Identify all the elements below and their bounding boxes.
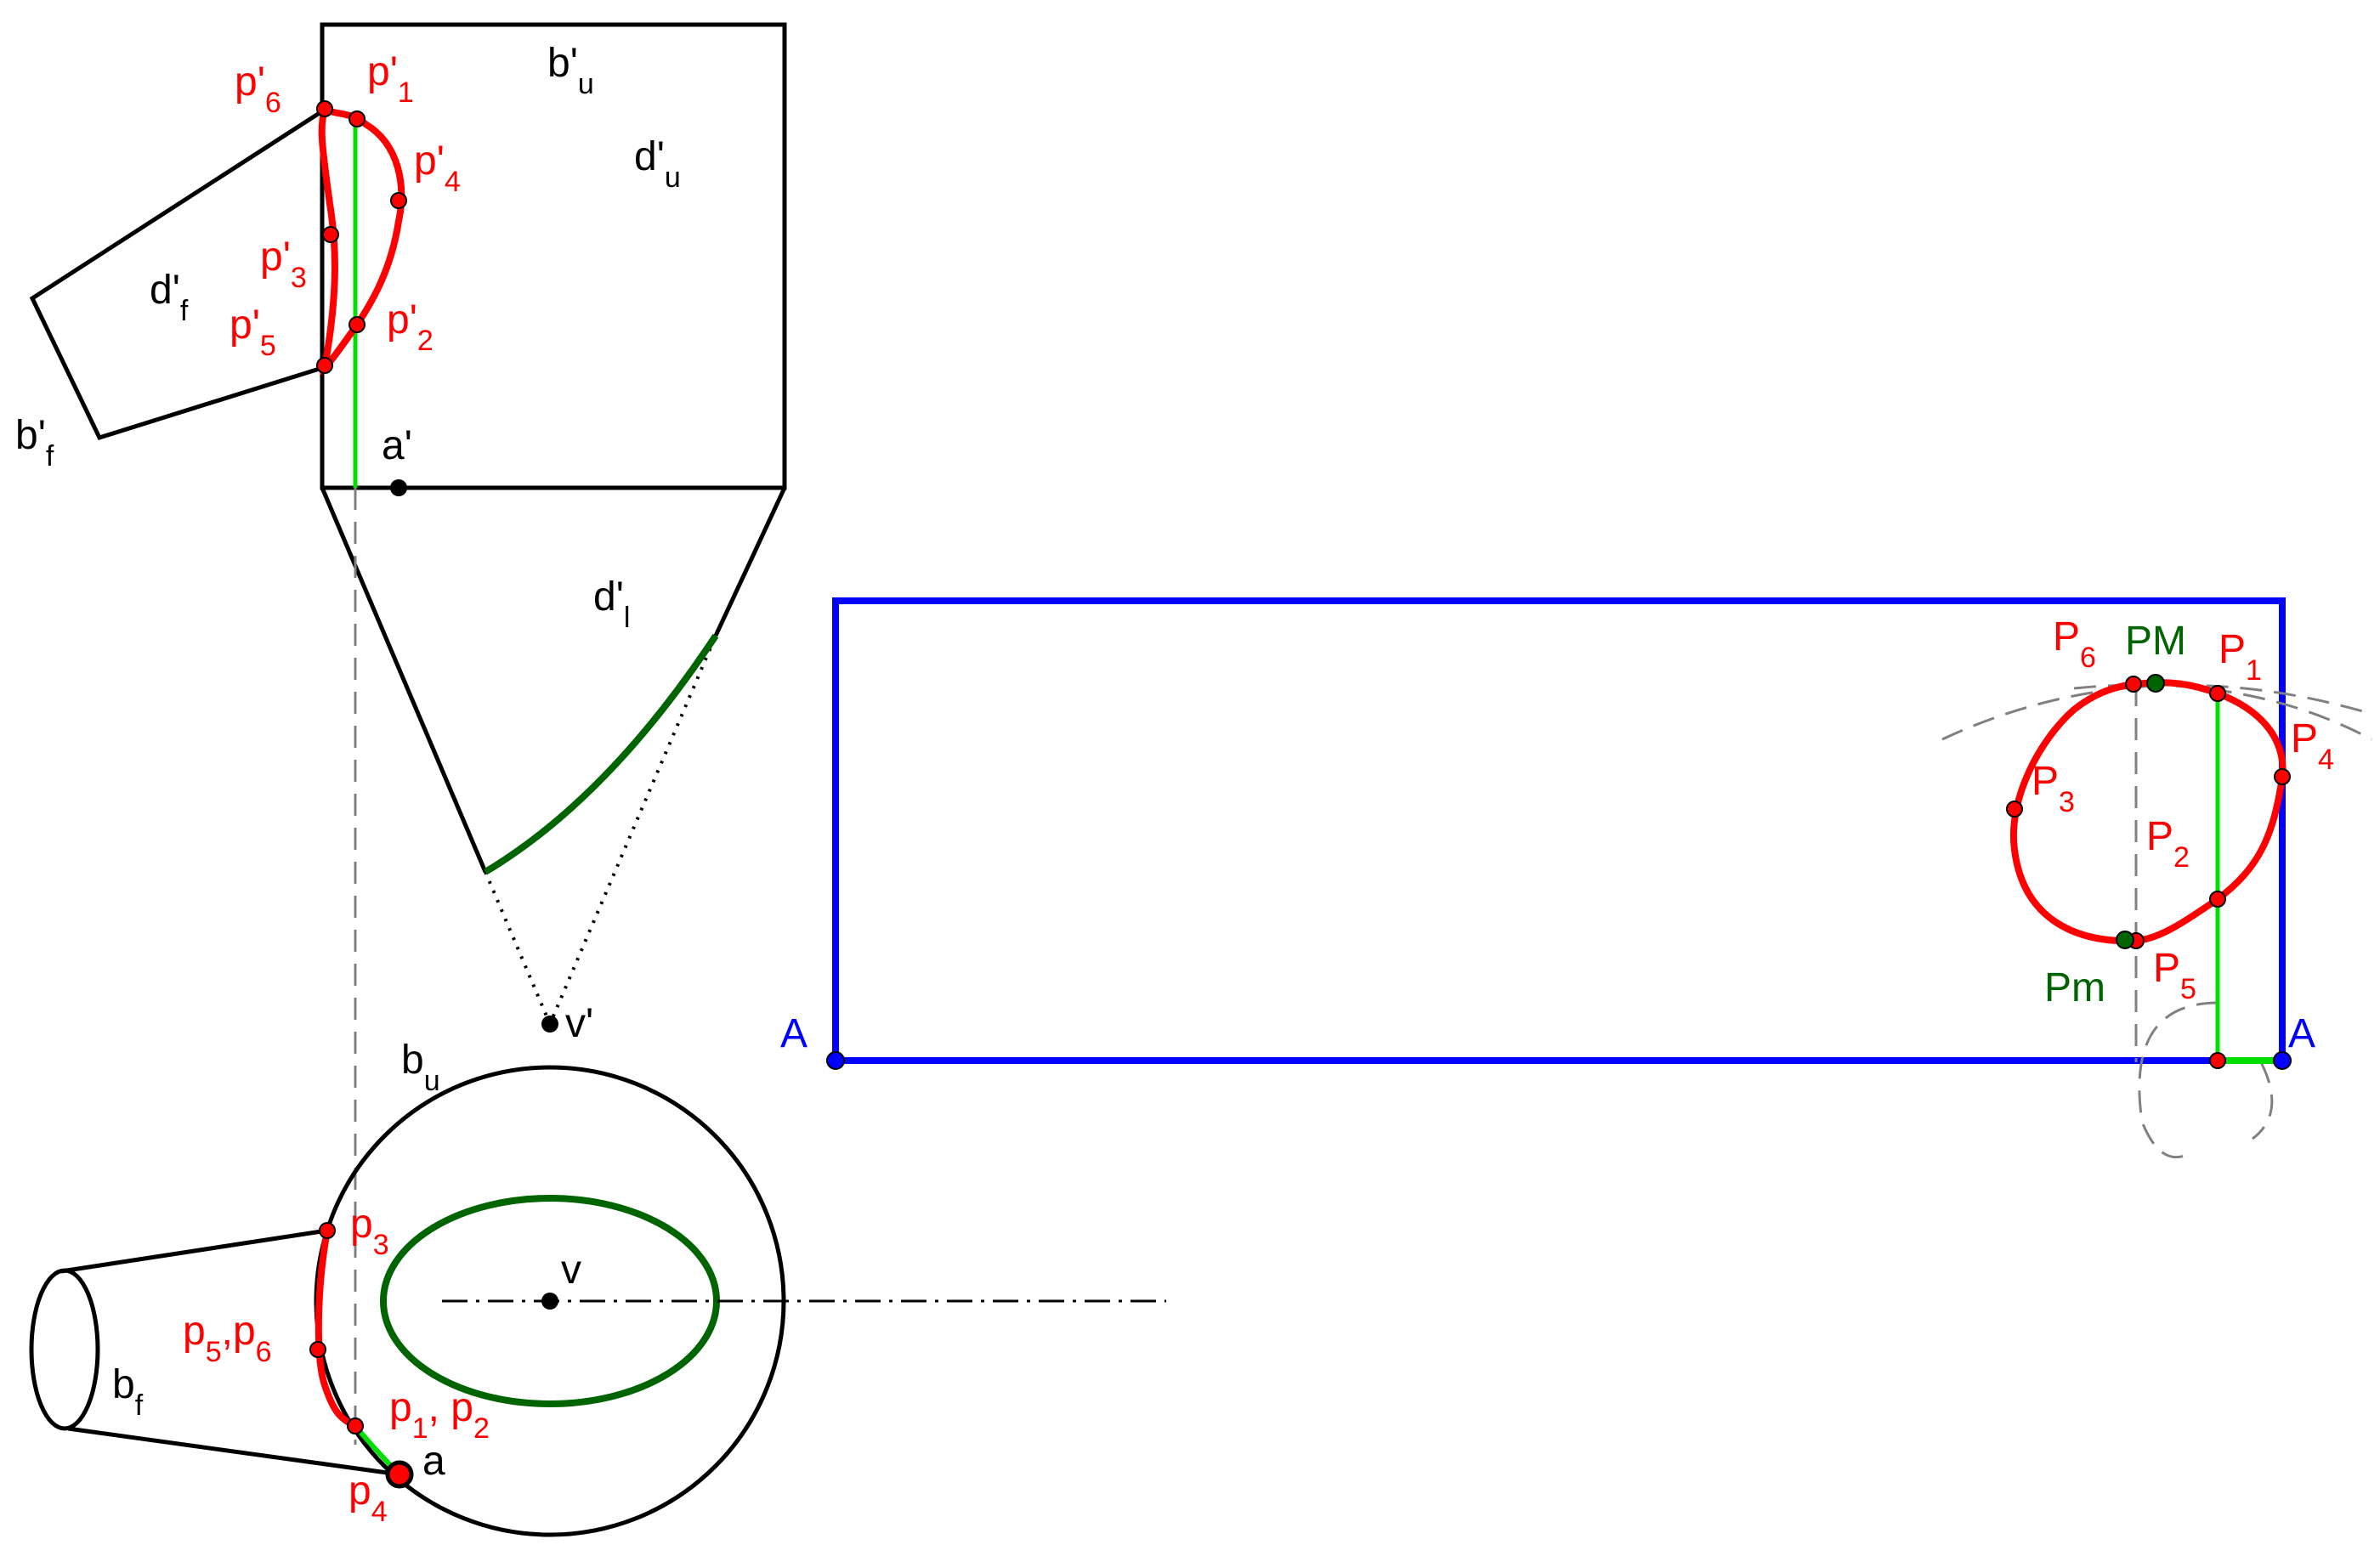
development-intersection-curve bbox=[2009, 679, 2286, 945]
upper-cylinder-outline bbox=[320, 22, 787, 490]
label-d-u-front: d'u bbox=[634, 134, 681, 194]
point-Pm-dev bbox=[2116, 931, 2134, 949]
front-cylinder-end-ellipse bbox=[29, 1268, 100, 1431]
top-intersection-points bbox=[309, 1222, 364, 1434]
point-p2-front bbox=[348, 316, 366, 333]
front-cylinder-outline bbox=[29, 107, 326, 441]
front-cylinder-top-outline bbox=[60, 1228, 400, 1477]
point-PM-dev bbox=[2146, 674, 2165, 693]
point-p4-front bbox=[390, 192, 407, 209]
label-a-top: a bbox=[422, 1439, 445, 1484]
label-P4-dev: P4 bbox=[2291, 716, 2334, 776]
label-P2-dev: P2 bbox=[2146, 814, 2190, 874]
cone-dotted-extension bbox=[484, 635, 717, 1029]
cone-base-edge bbox=[483, 633, 719, 875]
label-p1-front: p'1 bbox=[367, 49, 414, 109]
label-v-top: v bbox=[561, 1248, 581, 1293]
label-p6-front: p'6 bbox=[235, 59, 281, 119]
construction-arc-lower-2 bbox=[2252, 1061, 2274, 1140]
point-P1-dev bbox=[2209, 685, 2226, 702]
label-P3-dev: P3 bbox=[2032, 759, 2075, 818]
label-b-f-front: b'f bbox=[15, 413, 54, 472]
label-PM-dev: PM bbox=[2125, 619, 2186, 664]
label-A-left: A bbox=[780, 1011, 808, 1056]
label-p4-top: p4 bbox=[348, 1468, 388, 1528]
label-P1-dev: P1 bbox=[2218, 627, 2262, 687]
point-a-front bbox=[390, 479, 407, 496]
label-P5-dev: P5 bbox=[2153, 946, 2196, 1005]
point-p1-front bbox=[348, 110, 366, 127]
point-P4-dev bbox=[2274, 768, 2291, 785]
front-intersection-points bbox=[316, 100, 407, 374]
label-b-f-top: bf bbox=[112, 1362, 144, 1422]
top-view: bu bf v a p3 p5,p6 p1, p2 p4 bbox=[29, 1038, 1166, 1537]
development-rectangle bbox=[832, 597, 2286, 1064]
top-intersection-curve bbox=[314, 1230, 357, 1429]
label-p3-front: p'3 bbox=[260, 235, 307, 294]
development-view: A A PM Pm P6 P1 P4 P3 P2 P5 bbox=[780, 597, 2372, 1158]
development-points bbox=[2006, 676, 2291, 1069]
point-P6-dev bbox=[2125, 676, 2142, 693]
point-p56-top bbox=[309, 1341, 326, 1358]
construction-arc-lower bbox=[2138, 1001, 2219, 1158]
corner-A-right bbox=[2273, 1051, 2292, 1070]
point-base-dev bbox=[2209, 1052, 2226, 1069]
label-p5-front: p'5 bbox=[230, 303, 276, 362]
lower-cone-outline bbox=[320, 486, 787, 873]
point-p5-front bbox=[316, 357, 333, 374]
front-view: b'u d'u d'f b'f d'l a' v' p'6 p'1 p'4 p'… bbox=[15, 22, 787, 1445]
label-P6-dev: P6 bbox=[2053, 614, 2096, 674]
point-a-top bbox=[385, 1460, 414, 1489]
label-p4-front: p'4 bbox=[414, 139, 461, 198]
label-a-front: a' bbox=[382, 423, 412, 468]
label-p2-front: p'2 bbox=[387, 297, 434, 357]
point-P3-dev bbox=[2006, 801, 2023, 818]
corner-A-left bbox=[826, 1051, 845, 1070]
point-P2-dev bbox=[2209, 891, 2226, 908]
vertex-v-top bbox=[541, 1293, 558, 1310]
label-Pm-dev: Pm bbox=[2044, 965, 2105, 1010]
label-p12-top: p1, p2 bbox=[389, 1385, 490, 1445]
cone-base-ellipse bbox=[380, 1195, 720, 1407]
label-p56-top: p5,p6 bbox=[183, 1309, 272, 1368]
label-A-right: A bbox=[2288, 1011, 2315, 1056]
label-b-u-top: bu bbox=[401, 1038, 440, 1097]
point-p3-front bbox=[322, 226, 339, 243]
label-d-l-front: d'l bbox=[593, 574, 630, 634]
vertex-v-front bbox=[541, 1016, 558, 1033]
label-b-u-front: b'u bbox=[547, 41, 594, 100]
label-v-front: v' bbox=[565, 1001, 593, 1046]
point-p6-front bbox=[316, 100, 333, 117]
point-p12-top bbox=[347, 1417, 364, 1434]
label-d-f-front: d'f bbox=[150, 268, 189, 327]
label-p3-top: p3 bbox=[350, 1202, 389, 1261]
point-p3-top bbox=[319, 1222, 336, 1239]
